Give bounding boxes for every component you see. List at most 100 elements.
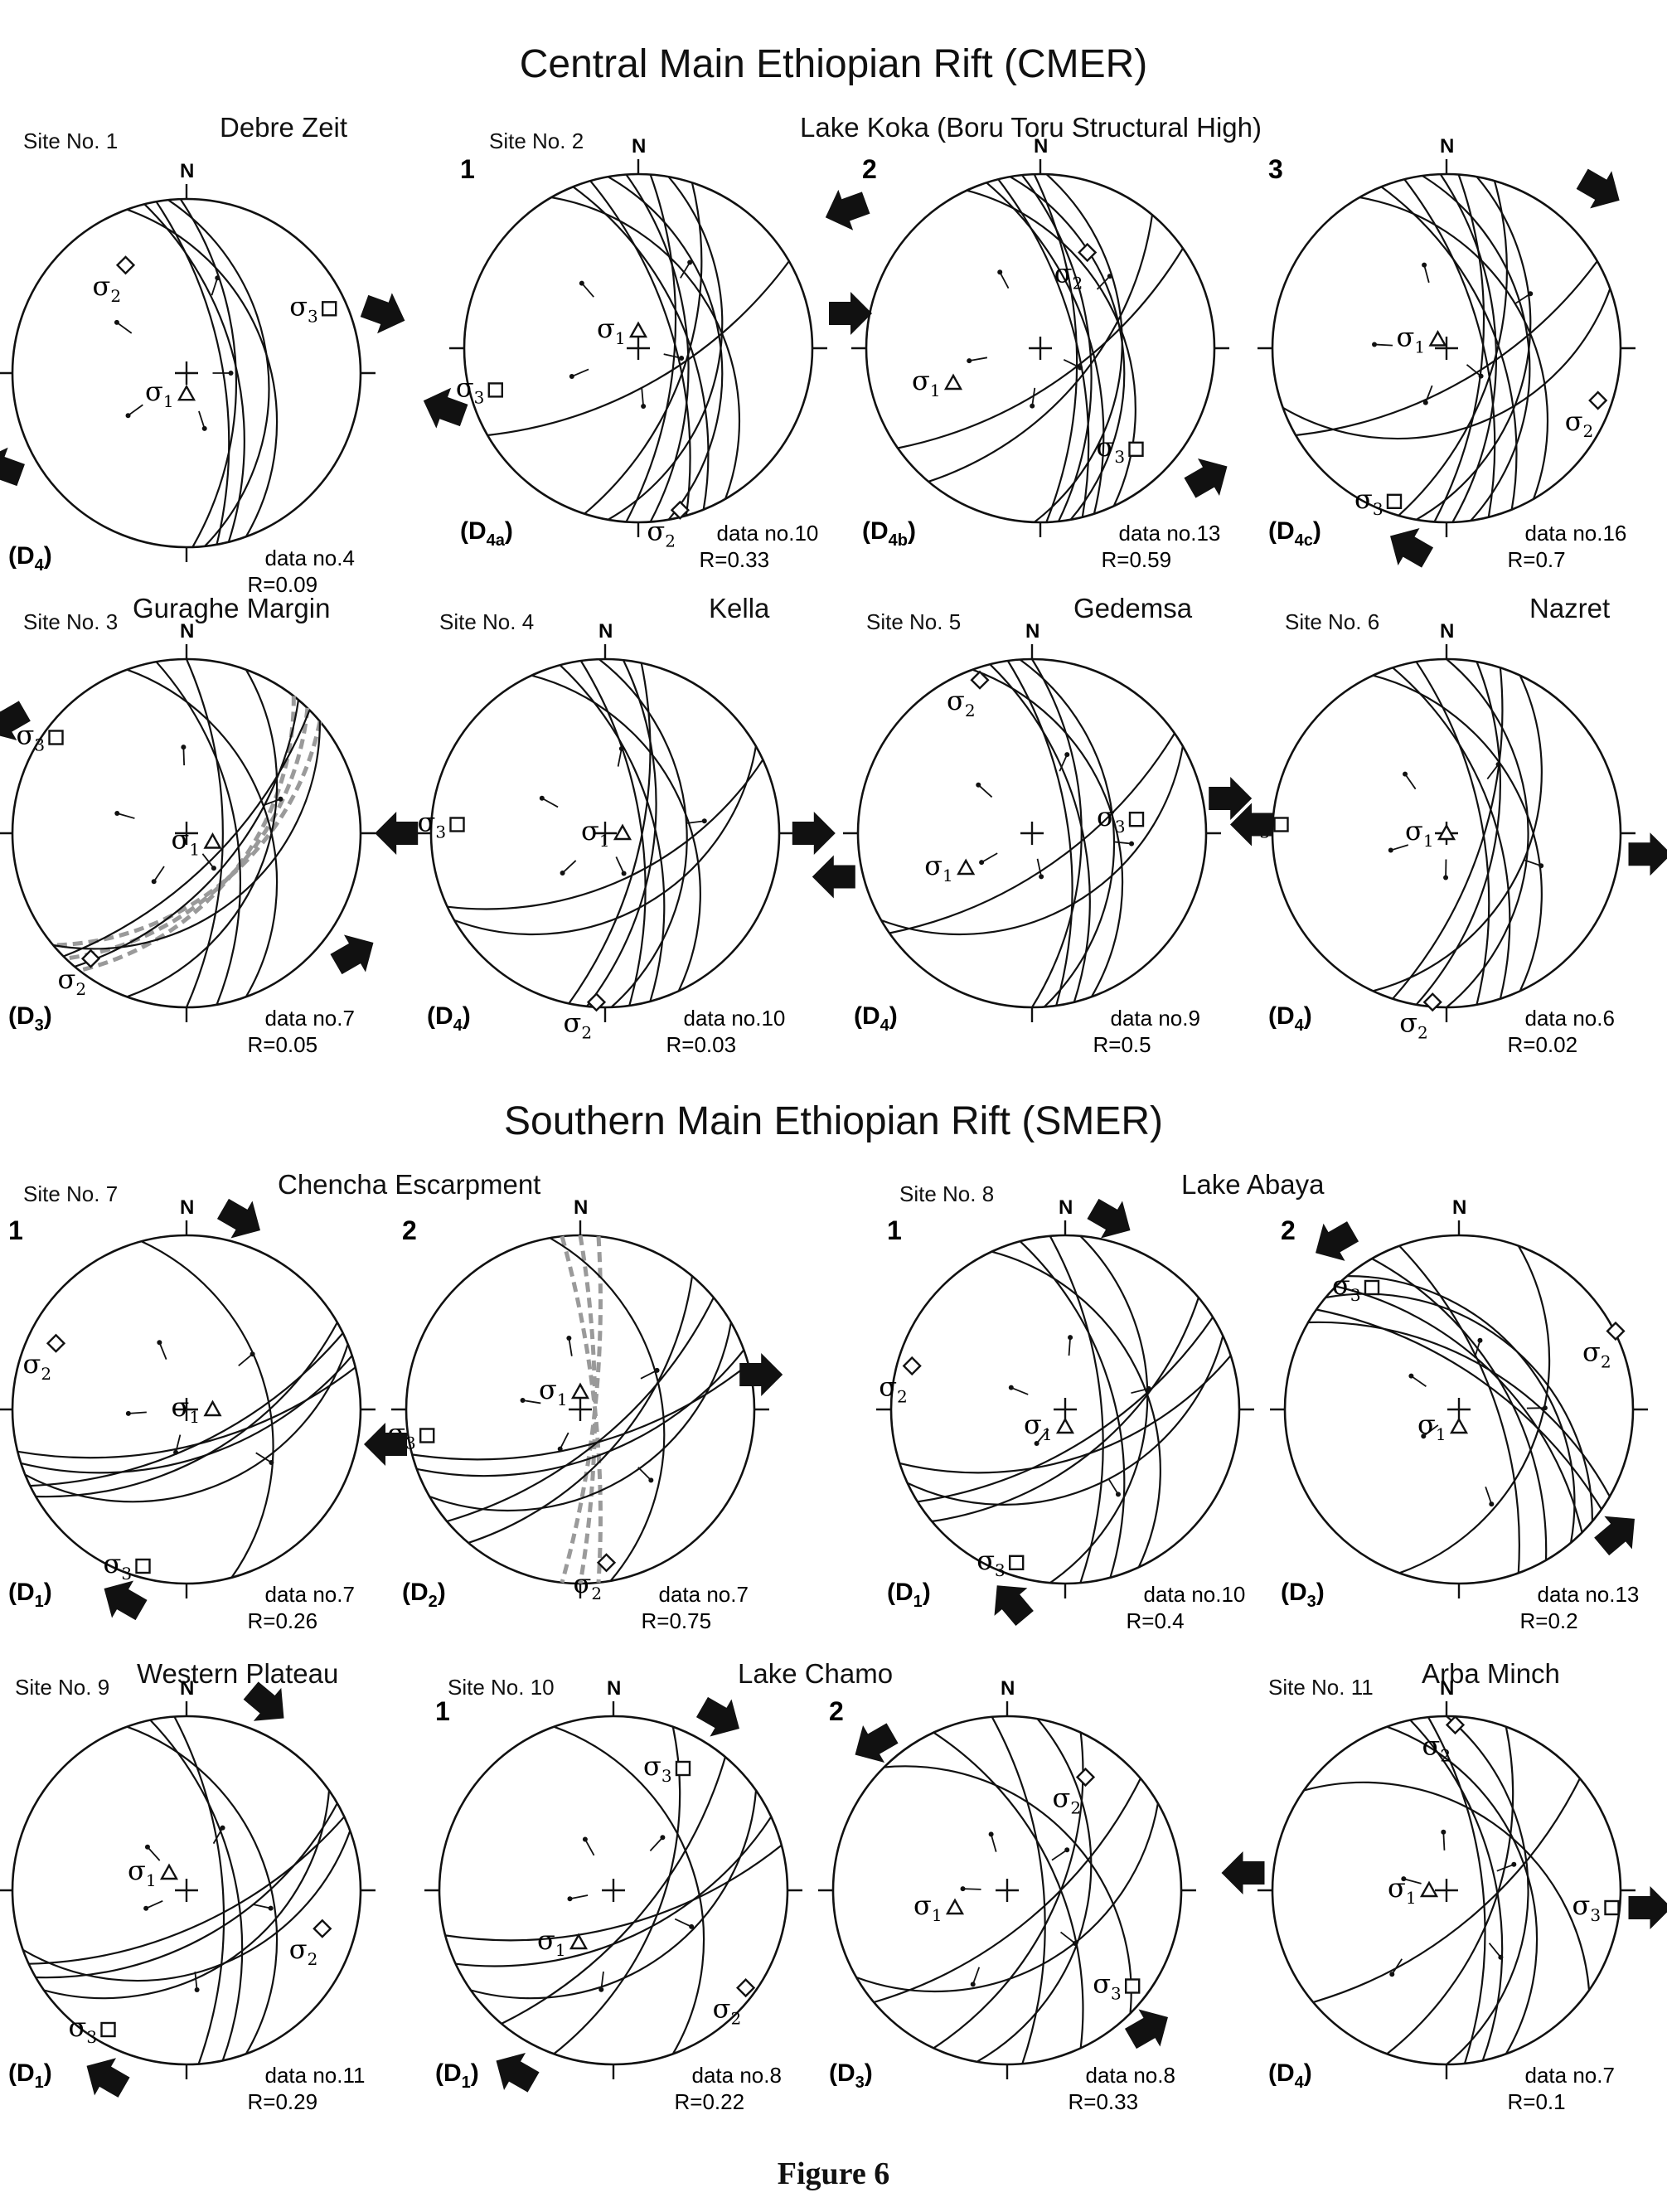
stress-ratio-label: R=0.33 [1069, 2089, 1139, 2114]
fault-great-circle [1433, 174, 1485, 523]
sigma3-square [1124, 1978, 1141, 1994]
fault-great-circle [24, 1343, 349, 1503]
slip-vector [541, 797, 559, 808]
sigma1-label: σ1 [1417, 1409, 1447, 1444]
fault-great-circle [1325, 1293, 1594, 1522]
fault-great-circle [931, 1297, 1199, 1523]
fault-great-circle [1398, 1245, 1551, 1574]
deformation-phase-label: (D4) [854, 1002, 898, 1035]
site-label: Site No. 7 [23, 1181, 119, 1206]
slip-arrowhead [660, 1835, 666, 1841]
fault-great-circle [972, 668, 1124, 997]
sigma2-label: σ2 [947, 685, 976, 720]
sigma2-label: σ2 [93, 270, 122, 306]
fault-great-circle [880, 745, 1184, 936]
extension-arrow [1209, 777, 1253, 820]
stress-ratio-label: R=0.03 [666, 1032, 737, 1057]
site-label: Site No. 4 [439, 609, 535, 634]
slip-arrowhead [1068, 1335, 1073, 1341]
dashed-band [560, 1236, 603, 1584]
fault-great-circle [1049, 1235, 1104, 1584]
slip-vector [584, 1839, 595, 1856]
fault-great-circle [447, 759, 764, 910]
site-label: Site No. 10 [448, 1675, 555, 1700]
sigma1-triangle [1055, 1417, 1075, 1434]
sigma1-label: σ1 [539, 1374, 568, 1409]
fault-great-circle [141, 1240, 274, 1579]
deformation-phase-label: (D4b) [862, 517, 916, 550]
sigma2-diamond [1075, 1767, 1096, 1788]
sigma1-triangle [203, 832, 222, 849]
sigma1-triangle [1449, 1417, 1469, 1434]
slip-vector [649, 1836, 664, 1852]
sigma1-triangle [1437, 823, 1456, 841]
slip-vector [194, 1972, 198, 1991]
sigma1-label: σ1 [924, 850, 953, 885]
slip-arrowhead [1403, 771, 1408, 777]
north-label: N [1452, 1196, 1466, 1219]
slip-vector [680, 262, 691, 279]
extension-arrow [1390, 527, 1434, 568]
slip-arrowhead [1030, 403, 1035, 409]
north-label: N [1440, 620, 1454, 643]
site-label: Site No. 11 [1268, 1675, 1374, 1700]
slip-vector [1113, 841, 1132, 845]
data-count-label: data no.16 [1525, 521, 1627, 546]
fault-great-circle [855, 1802, 1159, 1993]
slip-vector [1059, 1931, 1076, 1944]
slip-arrowhead [988, 1831, 994, 1837]
slip-arrowhead [598, 1986, 604, 1992]
fault-great-circle [553, 1726, 681, 2055]
smer-section-title: Southern Main Ethiopian Rift (SMER) [504, 1099, 1163, 1143]
north-label: N [632, 135, 646, 158]
stress-ratio-label: R=0.26 [248, 1608, 318, 1633]
cmer-section-title: Central Main Ethiopian Rift (CMER) [519, 42, 1148, 86]
fault-great-circle [991, 1250, 1161, 1568]
deformation-phase-label: (D3) [1281, 1579, 1325, 1611]
slip-arrowhead [1064, 1847, 1070, 1853]
sigma2-diamond [1606, 1321, 1626, 1341]
slip-arrowhead [569, 374, 574, 380]
fault-great-circle [917, 1317, 1214, 1503]
slip-arrowhead [1107, 274, 1112, 279]
fault-great-circle [976, 1718, 1093, 2063]
subsite-number: 1 [8, 1215, 23, 1245]
sigma3-label: σ3 [976, 1545, 1006, 1580]
fault-great-circle [986, 182, 1105, 514]
slip-arrowhead [1495, 762, 1501, 768]
data-count-label: data no.7 [265, 1582, 355, 1607]
slip-arrowhead [566, 1335, 572, 1341]
data-count-label: data no.10 [1144, 1582, 1246, 1607]
fault-great-circle [1049, 1235, 1149, 1584]
fault-great-circle [470, 1790, 758, 2000]
fault-great-circle [179, 198, 238, 548]
fault-great-circle [1034, 173, 1123, 523]
stress-ratio-label: R=0.02 [1508, 1032, 1578, 1057]
fault-great-circle [933, 1731, 1084, 2049]
slip-vector [238, 1353, 254, 1367]
fault-great-circle [1295, 260, 1598, 437]
subsite-number: 1 [887, 1215, 902, 1245]
slip-arrowhead [151, 879, 157, 885]
north-label: N [607, 1677, 621, 1700]
slip-arrowhead [654, 1367, 660, 1373]
stress-ratio-label: R=0.2 [1520, 1608, 1578, 1633]
location-label: Western Plateau [137, 1658, 339, 1689]
slip-arrowhead [114, 810, 120, 816]
slip-vector [1403, 1878, 1422, 1885]
fault-great-circle [155, 661, 241, 1006]
subsite-number: 2 [1281, 1215, 1296, 1245]
slip-arrowhead [701, 818, 707, 824]
slip-vector [1486, 764, 1500, 780]
slip-vector [663, 353, 682, 359]
slip-arrowhead [1498, 1954, 1504, 1960]
slip-vector [581, 282, 594, 298]
slip-vector [1035, 1429, 1049, 1444]
fault-great-circle [1373, 674, 1543, 992]
slip-arrowhead [144, 1844, 150, 1850]
subsite-number: 1 [435, 1696, 450, 1726]
slip-arrowhead [1422, 400, 1428, 405]
